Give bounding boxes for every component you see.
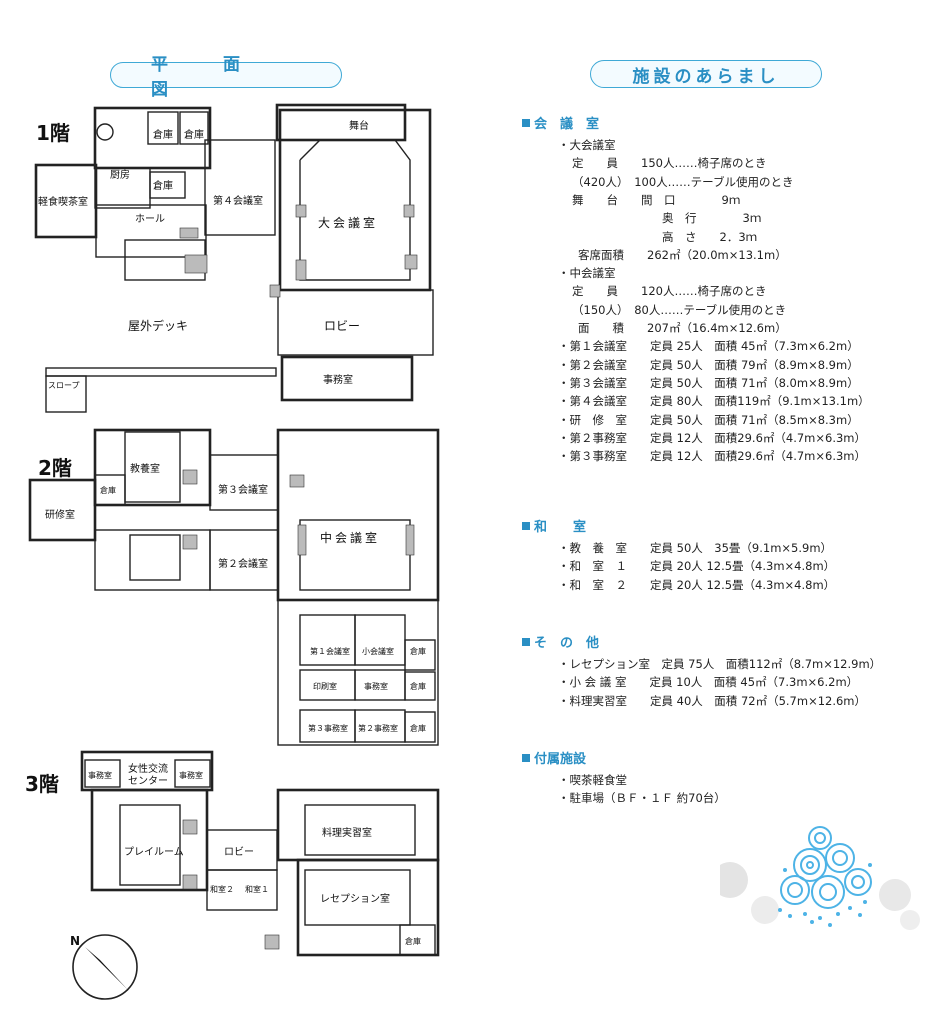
facility-line: ・第４会議室 定員 80人 面積119㎡（9.1m×13.1m） [558, 394, 870, 409]
facility-line: ・第２事務室 定員 12人 面積29.6㎡（4.7m×6.3m） [558, 430, 867, 445]
rose-bouquet-icon [720, 826, 920, 930]
facility-line: ・第１会議室 定員 25人 面積 45㎡（7.3m×6.2m） [558, 339, 859, 354]
room-f2-mid-conf: 中会議室 [320, 530, 380, 545]
facility-line: ・第３会議室 定員 50人 面積 71㎡（8.0m×8.9m） [558, 375, 859, 390]
facility-line: ・喫茶軽食堂 [558, 773, 627, 787]
room-f1-hall: ホール [135, 213, 165, 225]
facility-line: 高 さ 2．3ｍ [662, 229, 758, 244]
facility-line: ・料理実習室 定員 40人 面積 72㎡（5.7m×12.6m） [558, 693, 867, 708]
section-heading-text: 付属施設 [534, 752, 587, 767]
room-f1-kitchen: 厨房 [110, 168, 130, 181]
floor-label-1: 1階 [36, 121, 70, 145]
section-heading-3: 付属施設 [522, 748, 586, 767]
floor-label-3: 3階 [25, 772, 59, 796]
room-f2-small-conf: 小会議室 [362, 646, 394, 656]
room-f3-office-left: 事務室 [88, 770, 112, 780]
room-f1-big-conf: 大会議室 [318, 215, 378, 230]
room-f3-office-right: 事務室 [179, 770, 203, 780]
floor-label-2: 2階 [38, 456, 72, 480]
square-bullet-icon [522, 753, 530, 762]
facility-line: ・大会議室 [558, 138, 616, 152]
facility-line: 奥 行 3ｍ [662, 211, 762, 226]
room-f1-stage: 舞台 [349, 119, 369, 132]
room-f1-lobby: ロビー [324, 319, 360, 333]
room-f2-storage-c: 倉庫 [410, 723, 426, 733]
room-f3-play: プレイルーム [124, 846, 184, 858]
room-f1-conf4: 第４会議室 [213, 194, 263, 207]
room-f3-storage: 倉庫 [405, 936, 421, 946]
facility-line: ・和 室 ２ 定員 20人 12.5畳（4.3m×4.8m） [558, 577, 836, 592]
compass: N [70, 934, 138, 1000]
room-f2-print: 印刷室 [313, 681, 337, 691]
section-heading-text: そ の 他 [534, 636, 600, 651]
room-f1-deck: 屋外デッキ [128, 318, 188, 333]
room-f2-kenshu: 研修室 [45, 508, 75, 521]
room-f1-cafe: 軽食喫茶室 [38, 195, 88, 208]
room-f2-office3: 第３事務室 [308, 723, 348, 733]
section-heading-1: 和 室 [522, 516, 586, 535]
square-bullet-icon [522, 637, 530, 646]
room-f3-reception: レセプション室 [320, 892, 390, 905]
room-f3-lobby: ロビー [224, 846, 254, 858]
facility-line: ・中会議室 [558, 266, 616, 281]
compass-north-label: N [70, 934, 80, 948]
room-f2-storage-a: 倉庫 [410, 646, 426, 656]
room-f3-women-center-line2: センター [128, 775, 168, 787]
square-bullet-icon [522, 521, 530, 530]
room-f2-storage-b: 倉庫 [410, 681, 426, 691]
facility-line: 舞 台 間 口 9ｍ [572, 192, 741, 207]
facility-line: ・レセプション室 定員 75人 面積112㎡（8.7m×12.9m） [558, 657, 882, 671]
room-f1-storage3: 倉庫 [153, 179, 173, 192]
facility-line: ・第２会議室 定員 50人 面積 79㎡（8.9m×8.9m） [558, 357, 859, 372]
floor-2-plan: 教養室 倉庫 研修室 第３会議室 第２会議室 中会議室 第１会議室 小会議室 倉… [28, 428, 440, 746]
facility-line: ・小 会 議 室 定員 10人 面積 45㎡（7.3m×6.2m） [558, 675, 859, 690]
section-heading-text: 会 議 室 [534, 117, 600, 132]
floor-1-plan: 倉庫 倉庫 厨房 倉庫 軽食喫茶室 ホール 第４会議室 舞台 大会議室 屋外デッ… [34, 103, 434, 413]
floor-3-plan: 事務室 女性交流 センター 事務室 料理実習室 プレイルーム ロビー 和室２ 和… [80, 750, 440, 957]
room-f2-conf1: 第１会議室 [310, 646, 350, 656]
room-f3-wa1: 和室１ [245, 884, 269, 894]
facility-line: ・和 室 １ 定員 20人 12.5畳（4.3m×4.8m） [558, 559, 836, 574]
facility-line: ・駐車場（ＢＦ・１Ｆ 約70台） [558, 791, 726, 806]
room-f1-storage1: 倉庫 [153, 128, 173, 141]
room-f2-office-a: 事務室 [364, 681, 388, 691]
room-f2-office2: 第２事務室 [358, 723, 398, 733]
facility-overview-title: 施設のあらまし [590, 60, 822, 88]
facility-line: （420人） 100人……テーブル使用のとき [572, 174, 794, 189]
section-heading-2: そ の 他 [522, 632, 599, 651]
section-heading-0: 会 議 室 [522, 113, 599, 132]
room-f1-slope: スロープ [48, 381, 80, 390]
square-bullet-icon [522, 118, 530, 127]
facility-line: ・研 修 室 定員 50人 面積 71㎡（8.5m×8.3m） [558, 412, 859, 427]
room-f3-women-center-line1: 女性交流 [128, 762, 168, 775]
room-f2-storage: 倉庫 [100, 485, 116, 495]
room-f3-wa2: 和室２ [210, 884, 234, 894]
facility-line: ・教 養 室 定員 50人 35畳（9.1m×5.9m） [558, 541, 833, 555]
room-f2-kyoyo: 教養室 [130, 462, 160, 475]
section-heading-text: 和 室 [534, 520, 587, 535]
facility-line: 定 員 120人……椅子席のとき [572, 284, 767, 299]
facility-line: 面 積 207㎡（16.4m×12.6m） [578, 321, 787, 335]
facility-line: （150人） 80人……テーブル使用のとき [572, 302, 787, 317]
room-f2-conf3: 第３会議室 [218, 483, 268, 496]
room-f2-conf2: 第２会議室 [218, 557, 268, 570]
facility-line: 客席面積 262㎡（20.0m×13.1m） [578, 247, 787, 262]
room-f1-storage2: 倉庫 [184, 128, 204, 141]
facility-line: ・第３事務室 定員 12人 面積29.6㎡（4.7m×6.3m） [558, 449, 867, 464]
facility-line: 定 員 150人……椅子席のとき [572, 156, 767, 171]
room-f1-office: 事務室 [323, 373, 353, 386]
room-f3-cooking: 料理実習室 [322, 826, 372, 839]
